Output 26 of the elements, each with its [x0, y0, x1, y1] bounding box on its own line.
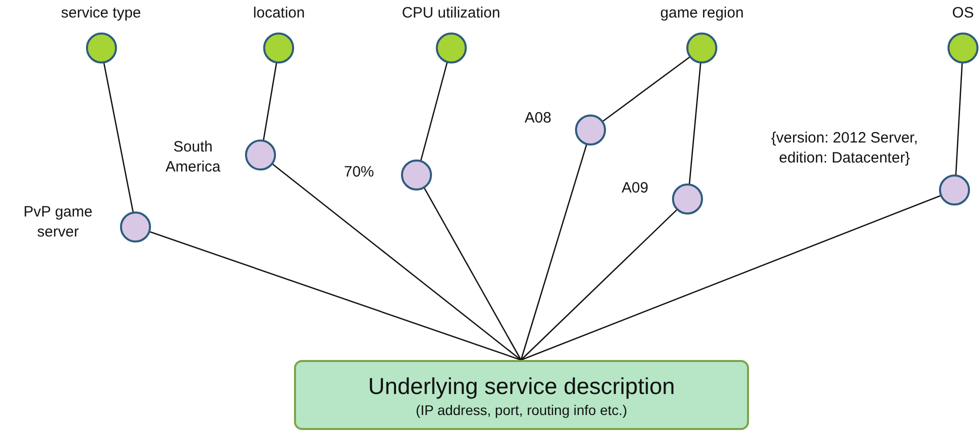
connector-line: [103, 62, 134, 212]
connector-line: [424, 188, 522, 360]
node-label: PvP game server: [22, 202, 94, 242]
connector-line: [602, 56, 690, 122]
node-label: game region: [660, 4, 744, 23]
connector-line: [520, 208, 678, 360]
node-label: A09: [620, 178, 650, 198]
connector-line: [420, 62, 448, 161]
description-box: [294, 360, 749, 430]
connector-line: [150, 231, 522, 361]
node-label: OS: [952, 4, 974, 23]
node-label: service type: [60, 4, 142, 23]
node-label: A08: [524, 108, 552, 128]
box-subtitle: (IP address, port, routing info etc.): [416, 402, 628, 418]
connector-line: [520, 144, 588, 360]
box-title: Underlying service description: [368, 372, 675, 400]
node-label: CPU utilization: [402, 4, 500, 23]
node-label: South America: [164, 138, 222, 176]
node-label: location: [253, 4, 305, 23]
node-label: {version: 2012 Server, edition: Datacenter}: [770, 128, 919, 168]
connector-line: [272, 164, 522, 361]
connector-line: [520, 194, 942, 361]
connector-line: [262, 62, 278, 140]
node-label: 70%: [342, 162, 376, 182]
connector-line: [955, 62, 963, 176]
connector-line: [688, 62, 702, 184]
